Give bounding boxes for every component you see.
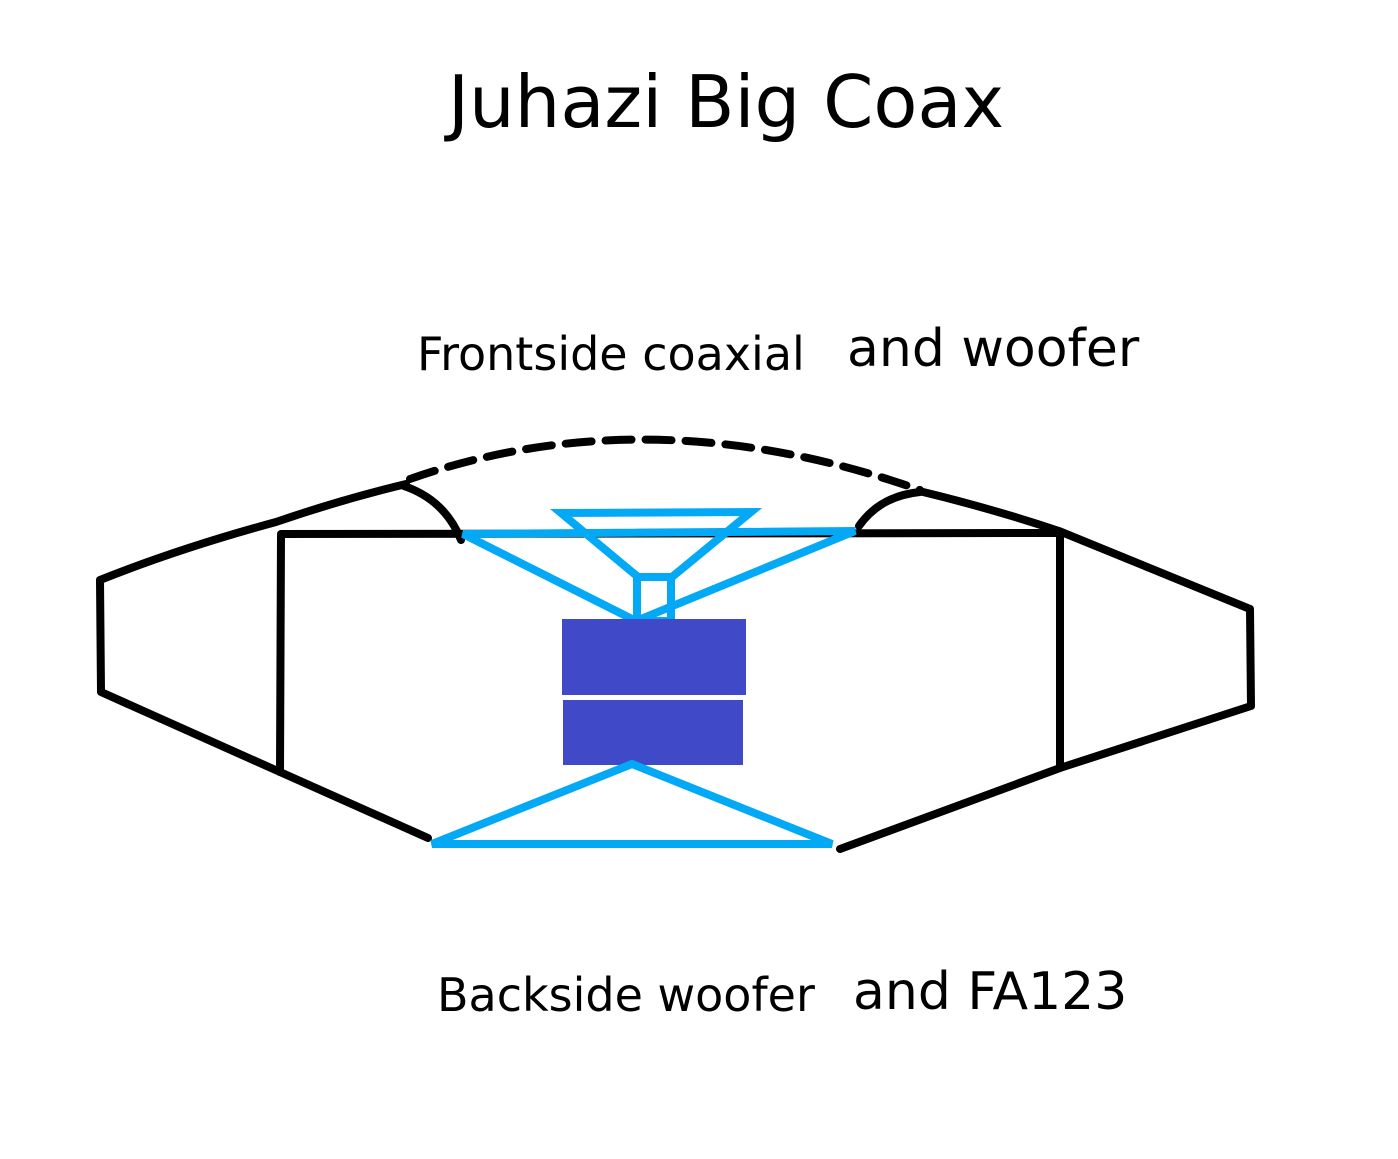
- backside-driver: [430, 759, 834, 848]
- back-magnet: [563, 700, 743, 765]
- front-magnet: [562, 619, 746, 695]
- cabinet-right-wing: [836, 487, 1255, 853]
- backside-label: Backside woofer: [437, 968, 815, 1022]
- magnet-stack: [562, 619, 746, 765]
- diagram-title: Juhazi Big Coax: [447, 60, 1005, 144]
- frontside-label-continuation: and woofer: [847, 319, 1140, 379]
- frontside-label: Frontside coaxial: [417, 327, 805, 381]
- left-baffle-curve: [400, 482, 465, 544]
- front-dome-dashed: [406, 435, 924, 494]
- frontside-driver: [461, 507, 857, 626]
- coaxial-tweeter-horn: [549, 507, 763, 581]
- cabinet-left-wing: [96, 480, 432, 842]
- front-woofer-cone: [461, 527, 857, 626]
- back-woofer-cone: [430, 759, 834, 848]
- right-baffle-curve: [855, 488, 924, 530]
- backside-label-continuation: and FA123: [853, 962, 1128, 1022]
